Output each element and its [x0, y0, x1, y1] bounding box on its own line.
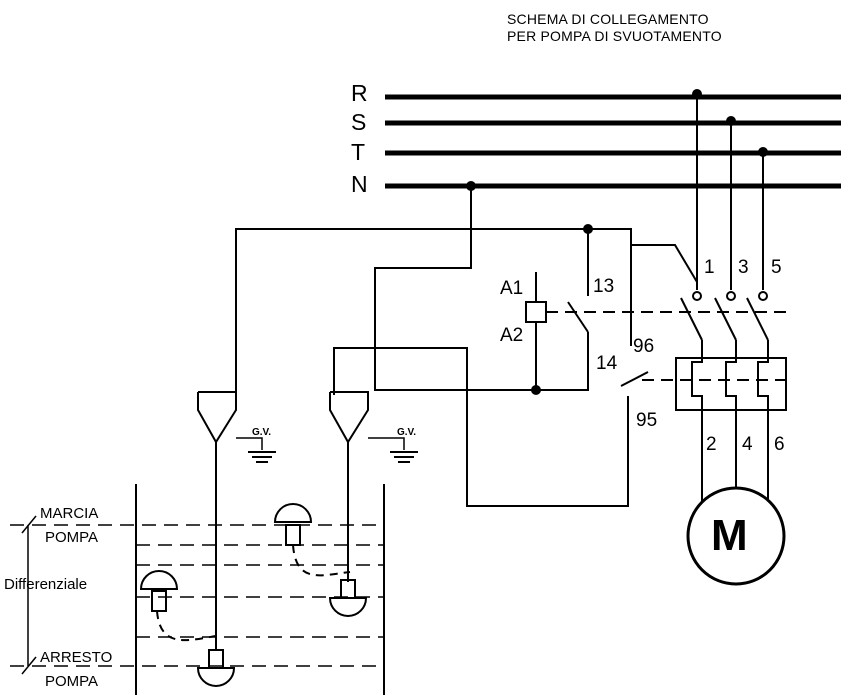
main-contact-3: [714, 297, 737, 341]
level-high-label-1: MARCIA: [40, 505, 99, 522]
overload-label-95: 95: [636, 410, 658, 431]
bus-label-s: S: [351, 109, 367, 135]
terminal-label-2: 2: [706, 434, 717, 455]
bus-label-r: R: [351, 80, 368, 106]
dimension-tick-bottom: [21, 656, 37, 675]
float-switch-2-body: [329, 391, 369, 444]
motor-label: M: [711, 511, 748, 560]
float-ball-high-2: [139, 570, 217, 642]
motor: [686, 486, 786, 586]
level-low-label-1: ARRESTO: [40, 649, 113, 666]
bus-label-t: T: [351, 139, 366, 165]
junction-aux: [583, 224, 593, 234]
overload-relay: [675, 357, 787, 411]
differential-label: Differenziale: [4, 576, 88, 593]
aux-label-14: 14: [596, 353, 618, 374]
main-contact-1: [680, 297, 703, 341]
overload-label-96: 96: [633, 336, 655, 357]
coil-label-a2: A2: [500, 325, 524, 346]
coil-label-a1: A1: [500, 278, 524, 299]
neutral-wire: [374, 186, 536, 391]
float-switch-1-body: [197, 391, 237, 444]
diagram-title-line1: SCHEMA DI COLLEGAMENTO: [507, 11, 709, 27]
ground-label-1: G.V.: [252, 427, 272, 438]
terminal-label-5: 5: [771, 257, 782, 278]
aux-contact-14: [536, 332, 589, 391]
float-ball-low-2: [328, 579, 368, 617]
coil: [525, 301, 547, 323]
dimension-tick-top: [21, 515, 37, 534]
thermal-element-5: [757, 340, 769, 420]
bus-label-n: N: [351, 171, 368, 197]
junction-coil: [531, 385, 541, 395]
terminal-5: [758, 291, 768, 301]
float-switch-1-ground: [236, 437, 263, 450]
diagram-title-line2: PER POMPA DI SVUOTAMENTO: [507, 28, 722, 44]
junction-s: [726, 116, 736, 126]
r-to-contactor: [631, 244, 698, 283]
level-high-label-2: POMPA: [45, 529, 99, 546]
terminal-label-4: 4: [742, 434, 753, 455]
float2-loop: [333, 347, 629, 507]
level-low-label-2: POMPA: [45, 673, 99, 690]
overload-contact-blade: [620, 371, 649, 387]
terminal-label-3: 3: [738, 257, 749, 278]
terminal-label-6: 6: [774, 434, 785, 455]
float-ball-low-1: [196, 649, 236, 687]
ground-label-2: G.V.: [397, 427, 417, 438]
aux-label-13: 13: [593, 276, 615, 297]
main-contact-5: [746, 297, 769, 341]
thermal-element-1: [691, 340, 703, 420]
terminal-1: [692, 291, 702, 301]
control-wire-top: [235, 228, 632, 395]
terminal-3: [726, 291, 736, 301]
float-switch-2-ground: [368, 437, 405, 450]
terminal-label-1: 1: [704, 257, 715, 278]
aux-contact-blade: [567, 301, 589, 333]
junction-r: [692, 89, 702, 99]
junction-t: [758, 147, 768, 157]
thermal-element-3: [725, 340, 737, 420]
float-ball-high-1: [273, 503, 351, 577]
junction-n: [466, 181, 476, 191]
